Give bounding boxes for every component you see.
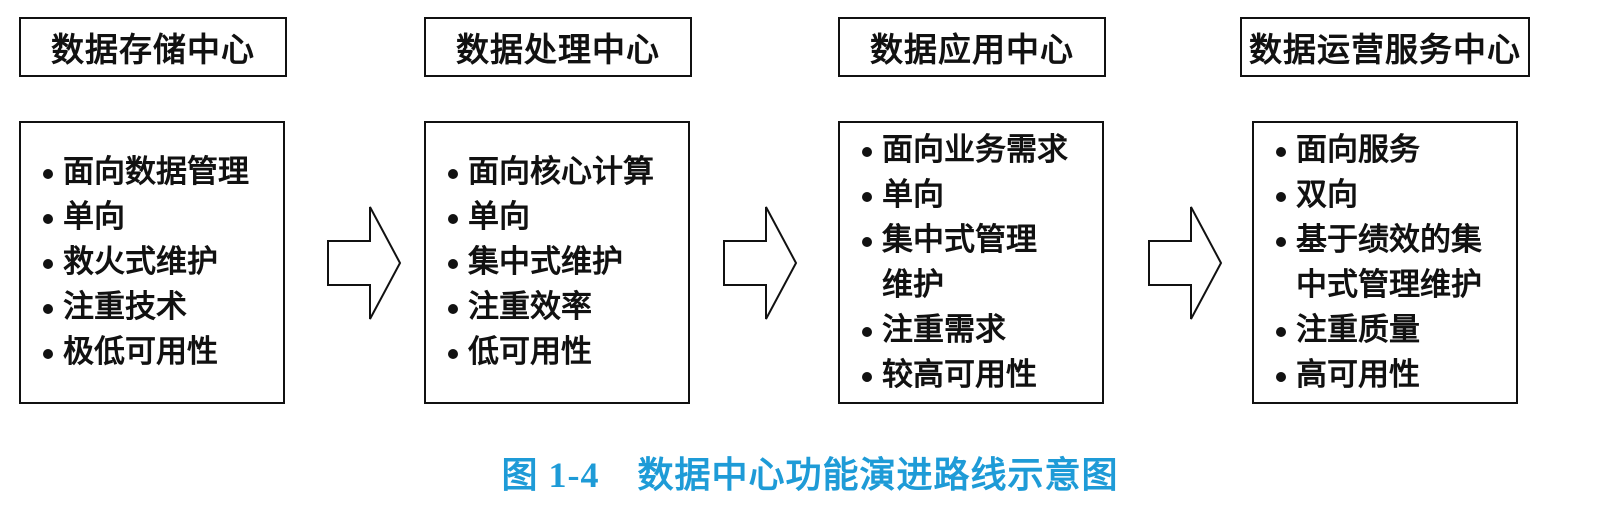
stage-4-box: 面向服务 双向 基于绩效的集 中式管理维护 注重质量 高可用性 bbox=[1252, 121, 1518, 404]
list-item: 较高可用性 bbox=[860, 353, 1092, 398]
list-item: 注重质量 bbox=[1274, 308, 1506, 353]
stage-1-title: 数据存储中心 bbox=[51, 30, 255, 69]
list-item: 注重需求 bbox=[860, 308, 1092, 353]
list-item: 基于绩效的集 中式管理维护 bbox=[1274, 218, 1506, 308]
list-item: 集中式管理 维护 bbox=[860, 218, 1092, 308]
stage-4-title: 数据运营服务中心 bbox=[1249, 30, 1521, 69]
stage-3-box: 面向业务需求 单向 集中式管理 维护 注重需求 较高可用性 bbox=[838, 121, 1104, 404]
list-item: 注重技术 bbox=[41, 285, 273, 330]
right-arrow-icon bbox=[1148, 206, 1223, 320]
list-item: 面向核心计算 bbox=[446, 150, 678, 195]
figure-number: 图 1-4 bbox=[501, 455, 600, 495]
right-arrow-icon bbox=[723, 206, 798, 320]
list-item: 极低可用性 bbox=[41, 330, 273, 375]
list-item: 双向 bbox=[1274, 173, 1506, 218]
stage-3-title: 数据应用中心 bbox=[870, 30, 1074, 69]
stage-3-title-box: 数据应用中心 bbox=[838, 17, 1106, 77]
list-item: 单向 bbox=[41, 195, 273, 240]
list-item: 面向服务 bbox=[1274, 128, 1506, 173]
stage-1-list: 面向数据管理 单向 救火式维护 注重技术 极低可用性 bbox=[41, 150, 273, 375]
stage-4-title-box: 数据运营服务中心 bbox=[1240, 17, 1530, 77]
stage-1-box: 面向数据管理 单向 救火式维护 注重技术 极低可用性 bbox=[19, 121, 285, 404]
list-item: 单向 bbox=[860, 173, 1092, 218]
stage-2-list: 面向核心计算 单向 集中式维护 注重效率 低可用性 bbox=[446, 150, 678, 375]
stage-2-box: 面向核心计算 单向 集中式维护 注重效率 低可用性 bbox=[424, 121, 690, 404]
stage-1-title-box: 数据存储中心 bbox=[19, 17, 287, 77]
list-item: 集中式维护 bbox=[446, 240, 678, 285]
figure-title: 数据中心功能演进路线示意图 bbox=[637, 455, 1119, 496]
list-item: 高可用性 bbox=[1274, 353, 1506, 398]
stage-2-title-box: 数据处理中心 bbox=[424, 17, 692, 77]
right-arrow-icon bbox=[327, 206, 402, 320]
list-item: 面向数据管理 bbox=[41, 150, 273, 195]
list-item: 面向业务需求 bbox=[860, 128, 1092, 173]
list-item: 注重效率 bbox=[446, 285, 678, 330]
stage-2-title: 数据处理中心 bbox=[456, 30, 660, 69]
list-item: 救火式维护 bbox=[41, 240, 273, 285]
stage-3-list: 面向业务需求 单向 集中式管理 维护 注重需求 较高可用性 bbox=[860, 128, 1092, 398]
figure-caption: 图 1-4 数据中心功能演进路线示意图 bbox=[0, 446, 1620, 498]
list-item: 单向 bbox=[446, 195, 678, 240]
list-item: 低可用性 bbox=[446, 330, 678, 375]
stage-4-list: 面向服务 双向 基于绩效的集 中式管理维护 注重质量 高可用性 bbox=[1274, 128, 1506, 398]
